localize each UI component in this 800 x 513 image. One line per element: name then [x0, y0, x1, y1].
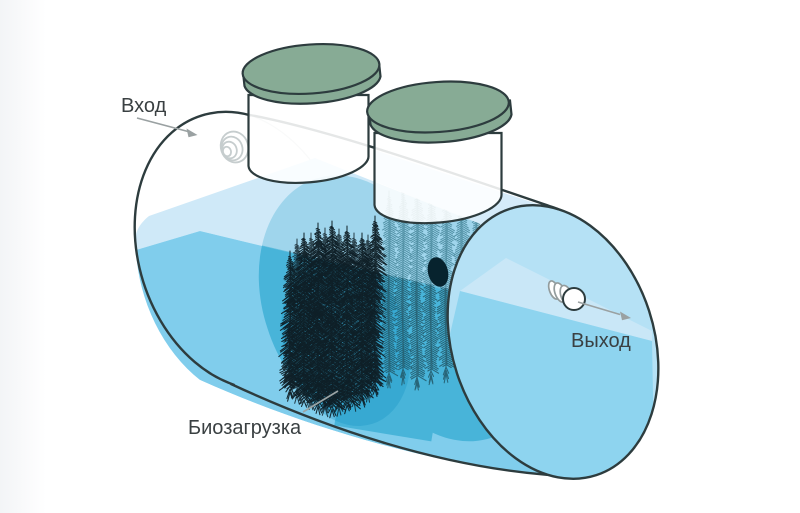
brush-strands — [284, 227, 381, 418]
riser-1-body — [247, 93, 370, 184]
inlet-label: Вход — [121, 95, 167, 117]
outlet-label: Выход — [571, 330, 631, 352]
outlet-pipe-face — [562, 287, 586, 311]
outlet-arrow-head — [620, 311, 631, 321]
baffle-hole — [427, 257, 449, 287]
riser-1-lid — [241, 42, 381, 96]
tank-bottom-edge — [229, 382, 549, 476]
outlet-pipe — [547, 280, 586, 311]
outlet-arrow-line — [577, 301, 621, 316]
annotation-bio-media: Биозагрузка — [188, 390, 339, 439]
riser-2-body — [373, 131, 503, 225]
bio-media-label: Биозагрузка — [188, 417, 302, 439]
bio-media-pointer-line — [302, 390, 339, 413]
inlet-arrow-line — [136, 117, 189, 133]
inlet-arrow-head — [186, 128, 198, 138]
riser-2 — [366, 80, 513, 225]
bio-brushes-front — [278, 215, 388, 419]
riser-1 — [241, 42, 382, 184]
right-cap-rim — [446, 204, 660, 480]
riser-2-lid — [366, 80, 510, 134]
inlet-pipe-rings — [219, 130, 250, 164]
annotation-outlet: Выход — [571, 301, 631, 352]
annotation-inlet: Вход — [121, 95, 198, 138]
left-cap-rim — [133, 110, 252, 386]
